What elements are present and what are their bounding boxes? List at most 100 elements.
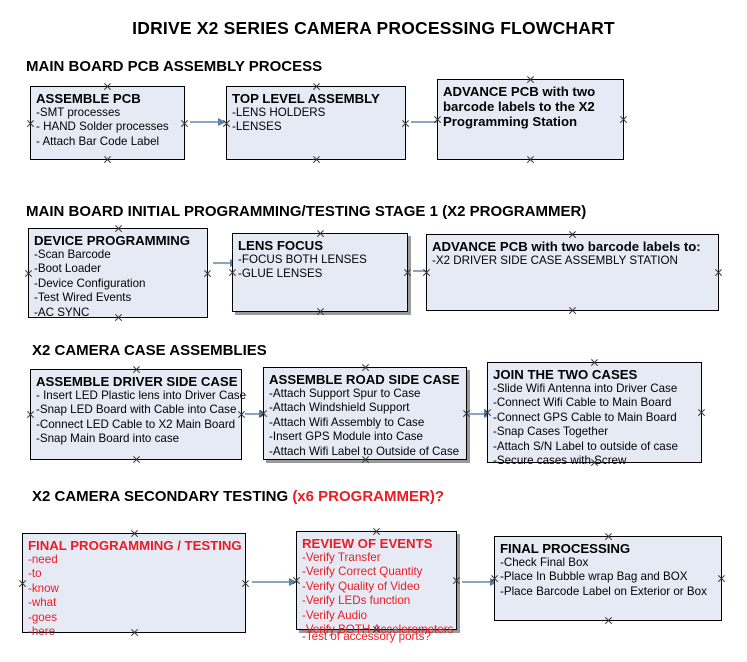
node-line: - Insert LED Plastic lens into Driver Ca…: [36, 389, 247, 402]
node-device-programming[interactable]: DEVICE PROGRAMMING -Scan Barcode -Boot L…: [28, 228, 208, 319]
page-title: IDRIVE X2 SERIES CAMERA PROCESSING FLOWC…: [132, 18, 615, 38]
resize-handle-bottom[interactable]: [312, 155, 321, 164]
node-title: FINAL PROGRAMMING / TESTING: [28, 538, 242, 553]
resize-handle-right[interactable]: [462, 409, 471, 418]
node-line: -FOCUS BOTH LENSES: [238, 253, 367, 266]
resize-handle-left[interactable]: [228, 268, 237, 277]
node-advance-pcb-to-driver-side-station[interactable]: ADVANCE PCB with two barcode labels to: …: [426, 234, 719, 311]
node-advance-pcb-to-programming-station[interactable]: ADVANCE PCB with two barcode labels to t…: [437, 79, 624, 160]
node-assemble-pcb[interactable]: ASSEMBLE PCB -SMT processes - HAND Solde…: [30, 86, 185, 160]
node-line: -Verify Correct Quantity: [302, 565, 423, 579]
node-line: - Attach Bar Code Label: [36, 134, 160, 148]
resize-handle-right[interactable]: [714, 268, 723, 277]
resize-handle-bottom[interactable]: [103, 155, 112, 164]
resize-handle-left[interactable]: [26, 119, 35, 128]
resize-handle-top[interactable]: [361, 363, 370, 372]
node-assemble-driver-side-case[interactable]: ASSEMBLE DRIVER SIDE CASE - Insert LED P…: [30, 369, 247, 460]
node-overflow-line: -Test of accessory ports?: [302, 629, 431, 643]
node-title: TOP LEVEL ASSEMBLY: [232, 91, 380, 106]
resize-handle-left[interactable]: [259, 409, 268, 418]
resize-handle-top[interactable]: [568, 230, 577, 239]
node-line: -know: [28, 581, 59, 595]
resize-handle-bottom[interactable]: [132, 455, 141, 464]
resize-handle-right[interactable]: [401, 119, 410, 128]
resize-handle-right[interactable]: [237, 410, 246, 419]
node-line: -Place Barcode Label on Exterior or Box: [500, 584, 707, 598]
node-line: -to: [28, 567, 42, 581]
resize-handle-left[interactable]: [292, 576, 301, 585]
resize-handle-top[interactable]: [132, 365, 141, 374]
section-heading-text: MAIN BOARD PCB ASSEMBLY PROCESS: [26, 58, 323, 75]
node-line: -Connect GPS Cable to Main Board: [493, 410, 677, 424]
node-review-of-events[interactable]: REVIEW OF EVENTS -Verify Transfer -Verif…: [296, 531, 457, 643]
resize-handle-bottom[interactable]: [316, 307, 325, 316]
resize-handle-bottom[interactable]: [604, 616, 613, 625]
node-line: -Slide Wifi Antenna into Driver Case: [493, 382, 678, 395]
resize-handle-right[interactable]: [452, 576, 461, 585]
resize-handle-top[interactable]: [372, 527, 381, 536]
resize-handle-left[interactable]: [222, 119, 231, 128]
resize-handle-right[interactable]: [697, 408, 706, 417]
resize-handle-left[interactable]: [422, 268, 431, 277]
connector-shaft: [213, 262, 231, 264]
connector-shaft: [470, 413, 485, 415]
arrowhead-icon: [218, 117, 226, 126]
resize-handle-right[interactable]: [203, 269, 212, 278]
section-heading-text: X2 CAMERA SECONDARY TESTING: [32, 488, 293, 505]
node-line: -LENSES: [232, 120, 282, 134]
section-heading-pcb-assembly: MAIN BOARD PCB ASSEMBLY PROCESS: [26, 58, 322, 75]
resize-handle-bottom[interactable]: [526, 155, 535, 164]
section-heading-text: MAIN BOARD INITIAL PROGRAMMING/TESTING S…: [26, 203, 587, 220]
resize-handle-top[interactable]: [604, 532, 613, 541]
resize-handle-top[interactable]: [590, 358, 599, 367]
node-join-the-two-cases[interactable]: JOIN THE TWO CASES -Slide Wifi Antenna i…: [487, 362, 702, 467]
node-line: -Verify LEDs function: [302, 594, 411, 608]
resize-handle-top[interactable]: [316, 229, 325, 238]
node-line: -Verify BOTH Accelerometers: [302, 623, 454, 637]
node-top-level-assembly[interactable]: TOP LEVEL ASSEMBLY -LENS HOLDERS -LENSES: [226, 86, 406, 160]
resize-handle-left[interactable]: [18, 579, 27, 588]
node-line: -Secure cases with Screw: [493, 454, 627, 468]
resize-handle-right[interactable]: [241, 579, 250, 588]
node-title: DEVICE PROGRAMMING: [34, 233, 191, 248]
node-title: LENS FOCUS: [238, 238, 323, 253]
resize-handle-left[interactable]: [433, 115, 442, 124]
node-line: -Boot Loader: [34, 262, 102, 276]
node-line: -Snap LED Board with Cable into Case: [36, 403, 237, 417]
node-assemble-road-side-case[interactable]: ASSEMBLE ROAD SIDE CASE -Attach Support …: [263, 367, 467, 460]
node-title: FINAL PROCESSING: [500, 541, 631, 556]
section-heading-accent: (x6 PROGRAMMER)?: [292, 488, 444, 505]
node-line: -Attach Windshield Support: [269, 401, 410, 415]
resize-handle-top[interactable]: [312, 82, 321, 91]
section-heading-initial-programming: MAIN BOARD INITIAL PROGRAMMING/TESTING S…: [26, 203, 586, 220]
node-line: -Connect LED Cable to X2 Main Board: [36, 417, 236, 431]
resize-handle-top[interactable]: [130, 529, 139, 538]
node-line: - HAND Solder processes: [36, 120, 169, 134]
section-heading-text: X2 CAMERA CASE ASSEMBLIES: [32, 342, 267, 359]
node-lens-focus[interactable]: LENS FOCUS -FOCUS BOTH LENSES -GLUE LENS…: [232, 233, 408, 312]
node-line: -here: [28, 625, 56, 639]
resize-handle-left[interactable]: [490, 574, 499, 583]
node-title: ADVANCE PCB with two barcode labels to:: [432, 239, 701, 254]
node-line: -Attach Wifi Label to Outside of Case: [269, 444, 460, 458]
resize-handle-left[interactable]: [483, 408, 492, 417]
node-final-processing[interactable]: FINAL PROCESSING -Check Final Box -Place…: [494, 536, 722, 621]
resize-handle-right[interactable]: [619, 115, 628, 124]
resize-handle-right[interactable]: [180, 119, 189, 128]
resize-handle-right[interactable]: [403, 268, 412, 277]
node-line: -Verify Audio: [302, 608, 368, 622]
resize-handle-top[interactable]: [103, 82, 112, 91]
resize-handle-right[interactable]: [717, 574, 726, 583]
resize-handle-top[interactable]: [114, 224, 123, 233]
node-final-programming-testing[interactable]: FINAL PROGRAMMING / TESTING -need -to -k…: [22, 533, 246, 638]
node-line: -Place In Bubble wrap Bag and BOX: [500, 570, 688, 584]
node-title: ASSEMBLE PCB: [36, 91, 141, 106]
node-line: -AC SYNC: [34, 305, 90, 319]
resize-handle-top[interactable]: [526, 75, 535, 84]
resize-handle-left[interactable]: [26, 410, 35, 419]
resize-handle-bottom[interactable]: [568, 306, 577, 315]
node-line: -Snap Main Board into case: [36, 432, 180, 446]
node-line: -X2 DRIVER SIDE CASE ASSEMBLY STATION: [432, 254, 678, 267]
node-line: -Verify Quality of Video: [302, 579, 420, 593]
resize-handle-left[interactable]: [24, 269, 33, 278]
